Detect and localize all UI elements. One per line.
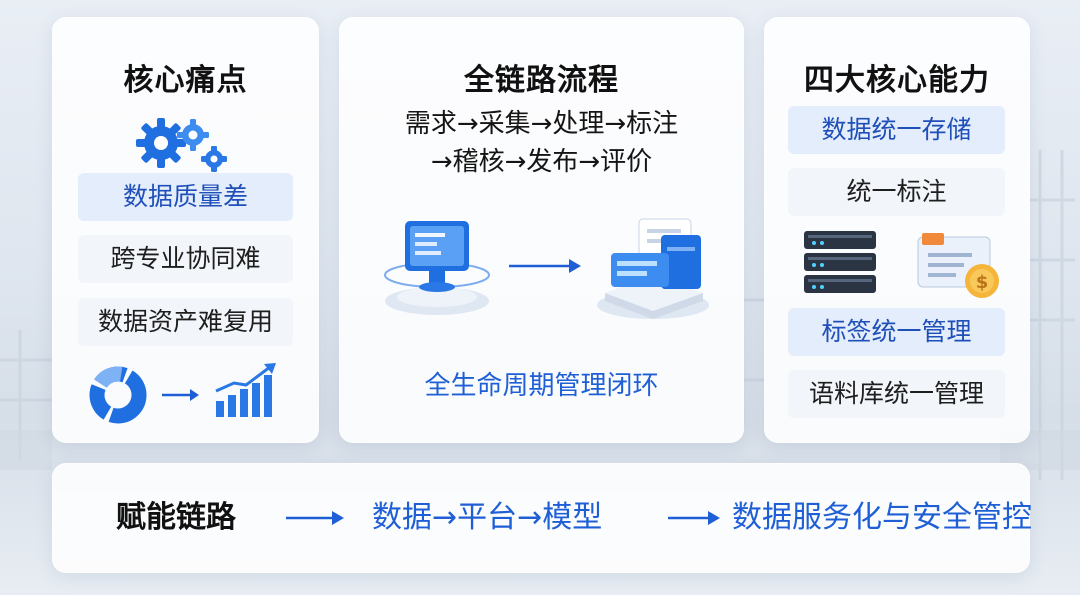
arrow-right-icon <box>160 385 200 405</box>
enablement-chain: 数据→平台→模型 <box>372 500 603 535</box>
documents-stack-icon <box>591 213 715 325</box>
pain-point-item: 数据质量差 <box>78 173 293 221</box>
enablement-card: 赋能链路 数据→平台→模型 数据服务化与安全管控 <box>52 463 1032 573</box>
capabilities-card: 四大核心能力 数据统一存储 统一标注 $ 标签统一管理 语料库统一管理 <box>764 17 1030 443</box>
pain-points-title: 核心痛点 <box>123 63 248 98</box>
arrow-right-icon <box>507 255 583 277</box>
pipeline-flow-line1: 需求→采集→处理→标注 <box>404 109 679 139</box>
pipeline-caption: 全生命周期管理闭环 <box>424 371 659 401</box>
svg-text:$: $ <box>976 272 989 293</box>
gears-icon <box>135 113 235 175</box>
arrow-right-icon <box>666 507 722 529</box>
enablement-title: 赋能链路 <box>116 500 236 535</box>
pain-point-item: 数据资产难复用 <box>78 298 293 346</box>
pain-point-item: 跨专业协同难 <box>78 235 293 283</box>
capability-item: 语料库统一管理 <box>788 370 1005 418</box>
pain-points-card: 核心痛点 <box>52 17 319 443</box>
pipeline-flow-line2: →稽核→发布→评价 <box>430 147 653 177</box>
bar-chart-growth-icon <box>214 361 280 419</box>
computer-icon <box>377 213 497 323</box>
pipeline-title: 全链路流程 <box>464 63 619 98</box>
arrow-right-icon <box>284 507 346 529</box>
donut-chart-icon <box>88 365 148 425</box>
enablement-result: 数据服务化与安全管控 <box>732 500 1032 535</box>
capability-item: 数据统一存储 <box>788 106 1005 154</box>
pipeline-card: 全链路流程 需求→采集→处理→标注 →稽核→发布→评价 <box>339 17 744 443</box>
capability-item: 统一标注 <box>788 168 1005 216</box>
bill-coin-icon: $ <box>912 231 1004 301</box>
capabilities-title: 四大核心能力 <box>804 63 990 98</box>
server-icon <box>800 227 880 299</box>
capability-item: 标签统一管理 <box>788 308 1005 356</box>
